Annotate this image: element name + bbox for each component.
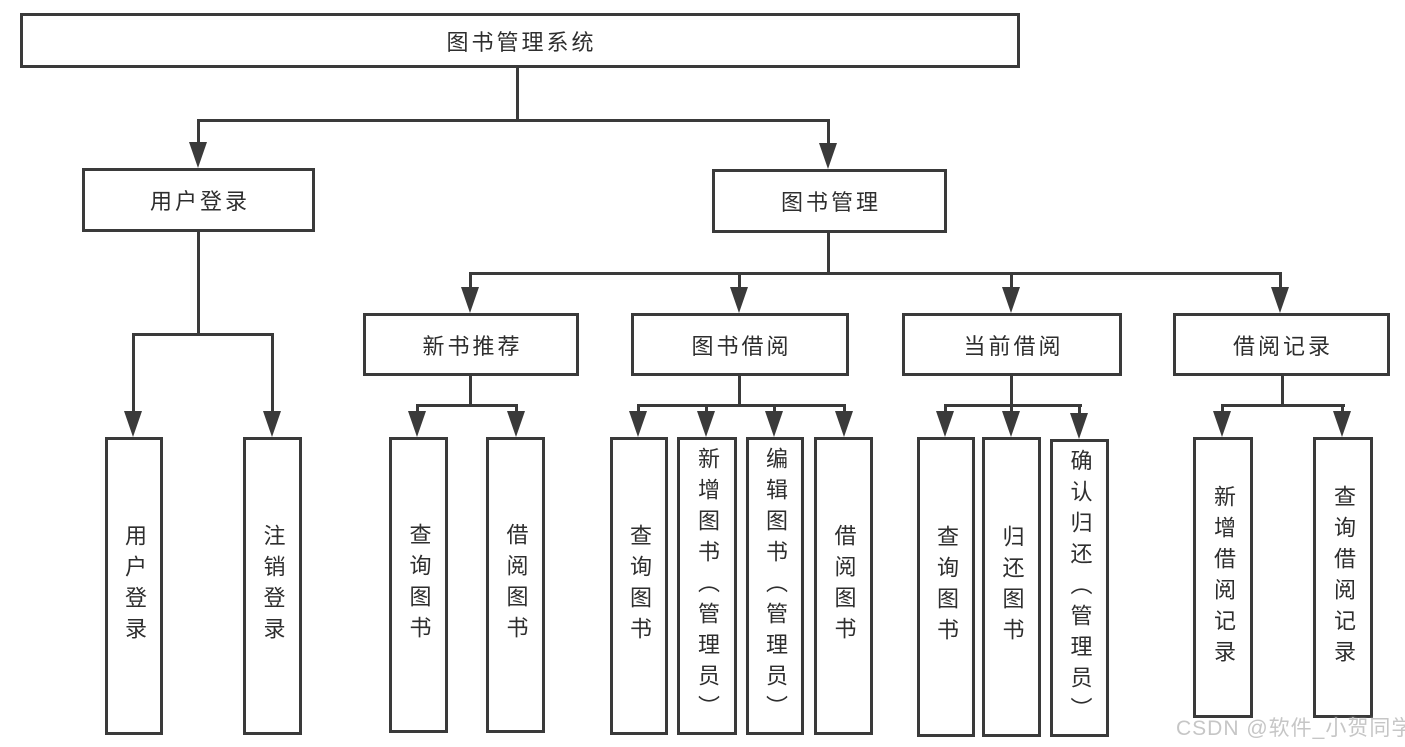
connector-line xyxy=(132,333,135,413)
node-book-management: 图书管理 xyxy=(712,169,947,233)
arrow-down-icon xyxy=(936,411,954,437)
leaf-label: 查询借阅记录 xyxy=(1331,484,1356,671)
leaf-label: 确认归还（管理员） xyxy=(1067,448,1093,728)
leaf-label: 新增借阅记录 xyxy=(1211,484,1236,671)
arrow-down-icon xyxy=(263,411,281,437)
leaf-logout: 注销登录 xyxy=(243,437,302,735)
connector-line xyxy=(637,404,640,414)
connector-line xyxy=(705,404,708,414)
leaf-label: 查询图书 xyxy=(406,523,432,647)
leaf-add-books-admin: 新增图书（管理员） xyxy=(677,437,737,735)
node-new-book-recommendation: 新书推荐 xyxy=(363,313,579,376)
leaf-label: 用户登录 xyxy=(122,524,147,648)
connector-line xyxy=(1078,404,1081,414)
arrow-down-icon xyxy=(1002,287,1020,313)
connector-line xyxy=(1010,404,1013,414)
connector-line xyxy=(1279,272,1282,290)
connector-line xyxy=(1221,404,1224,414)
node-book-borrowing: 图书借阅 xyxy=(631,313,849,376)
leaf-query-books-recommend: 查询图书 xyxy=(389,437,448,733)
leaf-borrow-books-recommend: 借阅图书 xyxy=(486,437,545,733)
arrow-down-icon xyxy=(765,411,783,437)
connector-line xyxy=(469,272,472,290)
connector-line xyxy=(1341,404,1344,414)
connector-line xyxy=(738,376,741,407)
leaf-label: 查询图书 xyxy=(627,524,652,648)
leaf-return-books: 归还图书 xyxy=(982,437,1041,737)
node-current-borrowing: 当前借阅 xyxy=(902,313,1122,376)
leaf-add-borrow-record: 新增借阅记录 xyxy=(1193,437,1253,718)
leaf-label: 借阅图书 xyxy=(831,524,857,648)
connector-line xyxy=(516,68,519,120)
connector-line xyxy=(637,404,846,407)
leaf-label: 编辑图书（管理员） xyxy=(763,446,788,726)
connector-line xyxy=(944,404,1082,407)
leaf-confirm-return-admin: 确认归还（管理员） xyxy=(1050,439,1109,737)
leaf-label: 查询图书 xyxy=(934,525,959,649)
arrow-down-icon xyxy=(730,287,748,313)
arrow-down-icon xyxy=(461,287,479,313)
connector-line xyxy=(197,119,830,122)
connector-line xyxy=(738,272,741,290)
connector-line xyxy=(1010,376,1013,407)
arrow-down-icon xyxy=(819,143,837,169)
csdn-watermark: CSDN @软件_小贺同学 xyxy=(1176,717,1405,740)
connector-line xyxy=(827,233,830,275)
connector-line xyxy=(515,404,518,414)
connector-line xyxy=(843,404,846,414)
leaf-borrow-books: 借阅图书 xyxy=(814,437,873,735)
connector-line xyxy=(773,404,776,414)
leaf-query-borrow-record: 查询借阅记录 xyxy=(1313,437,1373,718)
leaf-label: 归还图书 xyxy=(999,525,1025,649)
connector-line xyxy=(469,376,472,407)
arrow-down-icon xyxy=(507,411,525,437)
leaf-label: 注销登录 xyxy=(260,524,286,648)
arrow-down-icon xyxy=(1213,411,1231,437)
arrow-down-icon xyxy=(1002,411,1020,437)
node-borrowing-records: 借阅记录 xyxy=(1173,313,1390,376)
connector-line xyxy=(416,404,518,407)
arrow-down-icon xyxy=(1333,411,1351,437)
connector-line xyxy=(1010,272,1013,290)
connector-line xyxy=(416,404,419,414)
arrow-down-icon xyxy=(1070,413,1088,439)
arrow-down-icon xyxy=(697,411,715,437)
node-user-login: 用户登录 xyxy=(82,168,315,232)
arrow-down-icon xyxy=(189,142,207,168)
arrow-down-icon xyxy=(124,411,142,437)
leaf-query-books-current: 查询图书 xyxy=(917,437,975,737)
leaf-label: 新增图书（管理员） xyxy=(695,446,720,726)
connector-line xyxy=(827,119,830,147)
connector-line xyxy=(197,232,200,336)
leaf-query-books-borrowing: 查询图书 xyxy=(610,437,668,735)
connector-line xyxy=(1281,376,1284,407)
connector-line xyxy=(1221,404,1345,407)
leaf-user-login: 用户登录 xyxy=(105,437,163,735)
arrow-down-icon xyxy=(629,411,647,437)
node-library-management-system: 图书管理系统 xyxy=(20,13,1020,68)
connector-line xyxy=(271,333,274,413)
arrow-down-icon xyxy=(835,411,853,437)
leaf-edit-books-admin: 编辑图书（管理员） xyxy=(746,437,804,735)
connector-line xyxy=(469,272,1282,275)
connector-line xyxy=(132,333,274,336)
connector-line xyxy=(944,404,947,414)
arrow-down-icon xyxy=(408,411,426,437)
leaf-label: 借阅图书 xyxy=(503,523,529,647)
arrow-down-icon xyxy=(1271,287,1289,313)
connector-line xyxy=(197,119,200,146)
